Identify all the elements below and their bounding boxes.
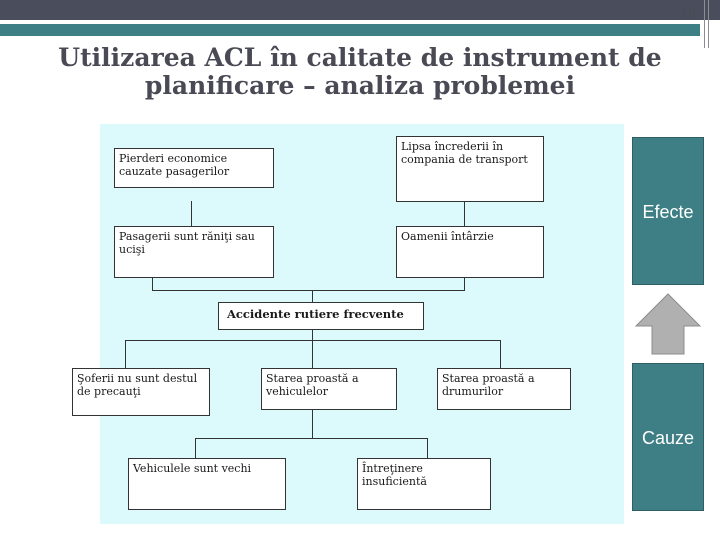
connector — [195, 438, 196, 458]
connector — [152, 277, 153, 291]
page-number: 19 — [679, 6, 696, 21]
up-arrow-icon — [634, 293, 702, 355]
causes-text: Cauze — [641, 428, 695, 448]
effects-text: Efecte — [642, 202, 694, 222]
connector — [464, 201, 465, 227]
cause-box: Starea proastă a drumurilor — [437, 368, 571, 410]
cause-box: Şoferii nu sunt destul de precauţi — [72, 368, 210, 416]
connector — [312, 330, 313, 370]
cause-box: Întreţinere insuficientă — [357, 458, 491, 510]
decorative-rule — [708, 0, 709, 48]
connector — [427, 438, 428, 458]
connector — [125, 340, 126, 370]
connector — [191, 201, 192, 227]
connector — [312, 290, 313, 303]
connector — [125, 340, 501, 341]
cause-box: Vehiculele sunt vechi — [128, 458, 286, 510]
accent-bar — [0, 24, 700, 36]
top-bar — [0, 0, 720, 20]
causes-label: Cauze — [632, 363, 704, 511]
connector — [152, 290, 465, 291]
problem-box: Oamenii întârzie — [396, 226, 544, 278]
connector — [500, 340, 501, 370]
decorative-rule — [704, 0, 705, 48]
central-problem-box: Accidente rutiere frecvente — [218, 302, 424, 330]
problem-box: Pasagerii sunt răniţi sau ucişi — [114, 226, 274, 278]
connector — [312, 410, 313, 438]
effects-label: Efecte — [632, 137, 704, 285]
problem-box: Lipsa încrederii în compania de transpor… — [396, 136, 544, 202]
slide-title: Utilizarea ACL în calitate de instrument… — [58, 43, 662, 100]
connector — [195, 438, 428, 439]
problem-box: Pierderi economice cauzate pasagerilor — [114, 148, 274, 188]
connector — [464, 277, 465, 291]
cause-box: Starea proastă a vehiculelor — [261, 368, 397, 410]
